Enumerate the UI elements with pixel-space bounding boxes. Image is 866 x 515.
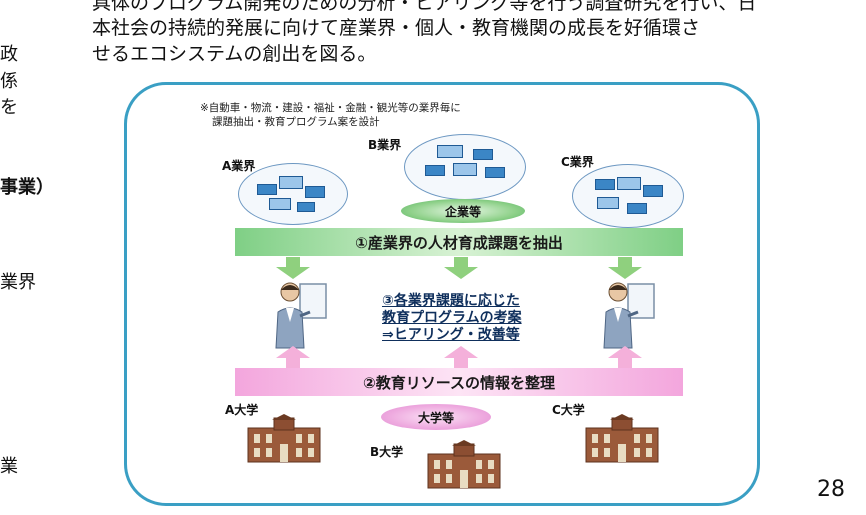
left-fragment-5: 業界 [0,272,36,293]
band-extract-issues: ①産業界の人材育成課題を抽出 [235,228,683,256]
industry-a-label: A業界 [222,159,256,173]
building-cluster-icon [595,179,615,190]
companies-label: 企業等 [444,204,481,219]
down-arrow-icon [276,257,310,279]
body-text-line1: 具体のプログラム開発のための分析・ヒアリング等を行う調査研究を行い、日 [92,0,757,14]
building-cluster-icon [269,198,291,210]
left-fragment-2: 係 [0,71,18,92]
note-line2: 課題抽出・教育プログラム案を設計 [212,116,380,128]
person-with-board-icon [603,282,655,349]
building-cluster-icon [305,186,325,198]
left-fragment-6: 業 [0,456,18,477]
industry-c-label: C業界 [561,155,594,169]
center-text-line2: 教育プログラムの考案 [382,310,522,326]
building-cluster-icon [643,185,663,197]
building-cluster-icon [617,177,641,190]
building-cluster-icon [437,145,463,158]
industry-a-cluster [238,163,348,225]
left-fragment-4: 事業） [0,177,54,198]
building-cluster-icon [453,163,477,176]
band-organize-resources: ②教育リソースの情報を整理 [235,368,683,396]
left-fragment-1: 政 [0,44,18,65]
building-cluster-icon [473,149,493,160]
up-arrow-icon [276,346,310,368]
university-building-icon [247,414,321,463]
center-text-line1: ③各業界課題に応じた [382,293,520,309]
university-building-icon [427,440,501,489]
industry-b-label: B業界 [368,138,402,152]
university-b-label: B大学 [370,445,404,459]
building-cluster-icon [425,165,445,176]
companies-pill: 企業等 [401,199,525,223]
building-cluster-icon [279,176,303,189]
person-with-board-icon [275,282,327,349]
university-a-label: A大学 [225,403,259,417]
body-text-line2: 本社会の持続的発展に向けて産業界・個人・教育機関の成長を好循環さ [92,17,701,39]
building-cluster-icon [297,202,315,212]
building-cluster-icon [257,184,277,195]
up-arrow-icon [444,346,478,368]
center-text-line3: ⇒ヒアリング・改善等 [382,327,520,343]
universities-pill: 大学等 [381,404,491,430]
down-arrow-icon [444,257,478,279]
page-number: 28 [817,477,845,502]
university-c-label: C大学 [552,403,585,417]
building-cluster-icon [627,203,647,214]
building-cluster-icon [597,197,619,209]
down-arrow-icon [608,257,642,279]
band-extract-issues-label: ①産業界の人材育成課題を抽出 [355,233,563,252]
industry-b-cluster [404,134,526,200]
body-text-line3: せるエコシステムの創出を図る。 [92,43,377,65]
note-line1: ※自動車・物流・建設・福祉・金融・観光等の業界毎に [200,102,461,114]
university-building-icon [585,414,659,463]
building-cluster-icon [485,167,505,178]
industry-c-cluster [572,164,684,228]
left-fragment-3: を [0,97,18,118]
up-arrow-icon [608,346,642,368]
universities-label: 大学等 [417,410,454,425]
band-organize-resources-label: ②教育リソースの情報を整理 [363,373,555,392]
